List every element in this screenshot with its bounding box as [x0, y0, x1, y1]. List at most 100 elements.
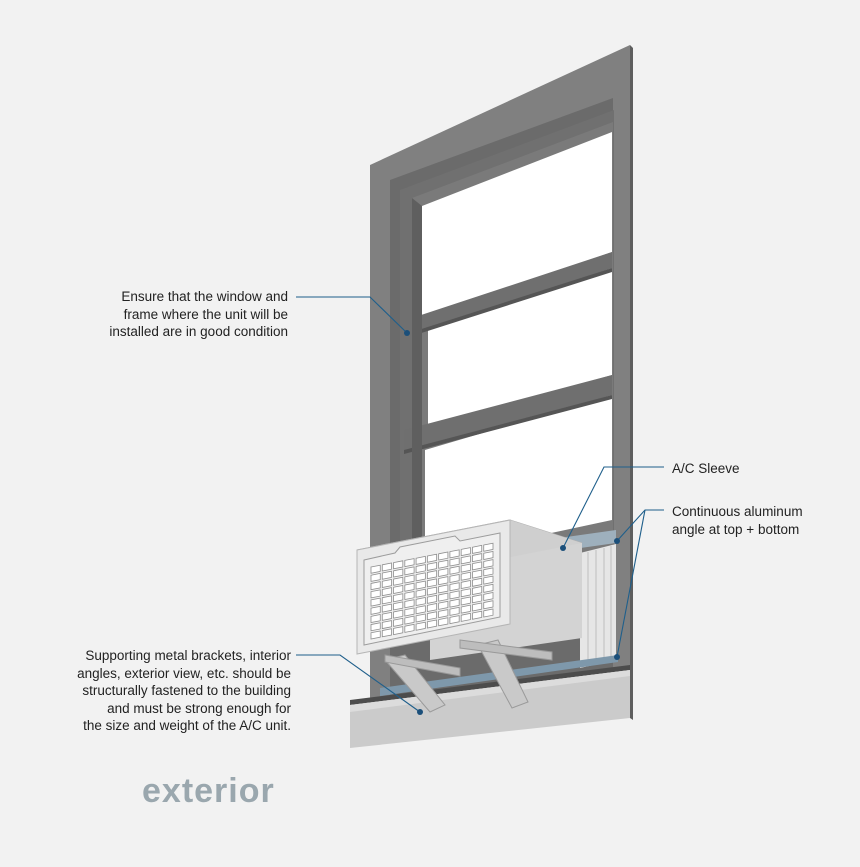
grille-cell [449, 606, 460, 616]
glass-pane-top [422, 132, 612, 318]
grille-cell [370, 572, 381, 582]
rail-lower [404, 375, 612, 450]
grille-cell [426, 561, 438, 571]
rail-lower-shade [404, 395, 612, 454]
view-caption: exterior [142, 772, 275, 810]
bracket-right-arm [477, 639, 529, 709]
grille-cell [393, 576, 404, 586]
grille-cell [483, 600, 494, 610]
grille-cell [483, 608, 494, 618]
grille-cell [460, 563, 471, 573]
grille-cell [404, 623, 415, 633]
callout-aluminum-angle: Continuous aluminum angle at top + botto… [672, 503, 803, 538]
callout-line: angles, exterior view, etc. should be [77, 665, 291, 681]
callout-line: installed are in good condition [109, 324, 288, 339]
leader-angle-bottom [616, 509, 646, 658]
grille-cell [472, 602, 483, 612]
grille-cell [460, 604, 471, 614]
grille-cell [438, 576, 449, 586]
grille-cell [460, 588, 471, 598]
grille-cell [449, 549, 460, 559]
grille-cell [438, 617, 449, 627]
grille-cell [370, 605, 381, 615]
grille-cell [472, 610, 483, 620]
grille-cell [370, 564, 381, 574]
grille-cell [449, 615, 460, 625]
grille-cell [393, 584, 404, 594]
leader-brackets [296, 654, 421, 713]
grille-cell [460, 612, 471, 622]
rail-upper [412, 252, 612, 332]
grille-cell [460, 571, 471, 581]
grille-cell [449, 557, 460, 567]
grille-cell [404, 599, 415, 609]
grille-cell [483, 559, 494, 569]
grille-cell [381, 611, 392, 621]
leader-dot-window [404, 330, 410, 336]
grille-cell [449, 590, 460, 600]
callout-line: angle at top + bottom [672, 521, 800, 537]
grille-cell [472, 586, 483, 596]
grille-cell [472, 544, 483, 554]
grille-cell [370, 614, 381, 624]
grille-cell [404, 566, 415, 576]
grille-cell [415, 555, 426, 565]
grille-cell [370, 597, 381, 607]
grille-cell [370, 589, 381, 599]
leader-dot-sleeve [560, 545, 566, 551]
grille-cell [393, 626, 404, 636]
grille-cell [426, 578, 438, 588]
grille-cell [381, 628, 392, 638]
grille-cell [438, 592, 449, 602]
grille-cell [426, 594, 438, 604]
grille-cell [438, 609, 449, 619]
grille-cell [381, 587, 392, 597]
callout-brackets: Supporting metal brackets, interior angl… [10, 647, 291, 735]
callout-line: Ensure that the window and [121, 289, 288, 304]
grille-cell [404, 607, 415, 617]
leader-dot-angle-bottom [614, 654, 620, 660]
window-sill [350, 655, 630, 748]
rail-upper-shade [412, 268, 612, 336]
grille-cell [370, 630, 381, 640]
grille-cell [415, 597, 426, 607]
callout-line: and must be strong enough for [107, 700, 291, 716]
grille-cell [415, 564, 426, 574]
leader-dots [404, 330, 620, 715]
grille-cell [404, 582, 415, 592]
grille-cell [449, 565, 460, 575]
leader-dot-brackets [417, 709, 423, 715]
grille-cell [438, 551, 449, 561]
grille-cell [483, 550, 494, 560]
grille-cell [438, 567, 449, 577]
callout-ac-sleeve: A/C Sleeve [672, 461, 740, 476]
grille-cell [426, 570, 438, 580]
grille-cell [415, 613, 426, 623]
grille-cell [483, 542, 494, 552]
grille-cell [426, 611, 438, 621]
grille-cell [393, 593, 404, 603]
leader-dot-angle-top [614, 538, 620, 544]
grille-cell [483, 567, 494, 577]
sill-front [350, 670, 630, 748]
grille-cell [415, 621, 426, 631]
sash-shadow [412, 198, 422, 560]
callout-line: frame where the unit will be [123, 306, 288, 322]
grille-cell [426, 619, 438, 629]
grille-cell [404, 615, 415, 625]
grille-cell [460, 580, 471, 590]
grille-cell [449, 573, 460, 583]
grille-cell [472, 569, 483, 579]
grille-cell [472, 577, 483, 587]
grille-cell [393, 568, 404, 578]
grille-cell [460, 547, 471, 557]
grille-cell [415, 588, 426, 598]
grille-cell [381, 570, 392, 580]
grille-cell [393, 560, 404, 570]
grille-cell [472, 561, 483, 571]
grille-cell [426, 586, 438, 596]
grille-cell [438, 559, 449, 569]
bracket-left-arm [384, 654, 446, 713]
grille-cell [426, 603, 438, 613]
